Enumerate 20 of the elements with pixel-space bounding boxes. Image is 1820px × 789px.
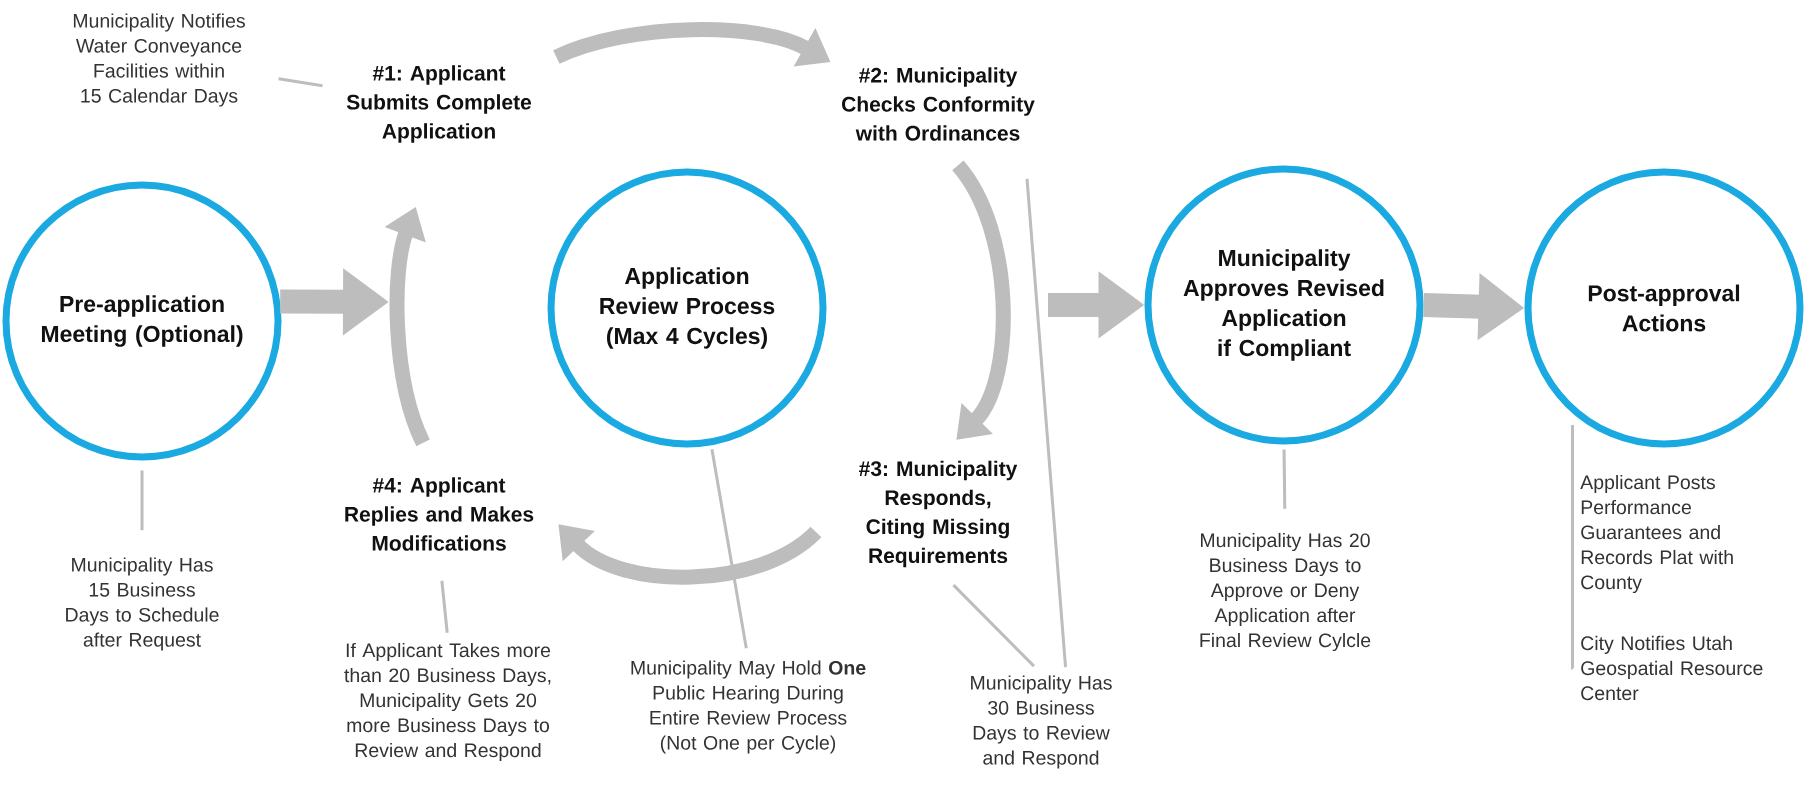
step-label: #4: Applicant Replies and Makes Modifications <box>345 477 534 551</box>
note-text: Municipality Has 20 Business Days to Approve or Deny Application after Final Review Cylcle <box>1200 532 1371 652</box>
leader-line <box>710 449 748 649</box>
note-text: City Notifies Utah Geospatial Resource Center <box>1581 635 1763 701</box>
leader-line <box>952 584 1036 668</box>
leader-line <box>1025 178 1068 668</box>
note-text: If Applicant Takes more than 20 Business Days, Municipality Gets 20 more Business Days to Review and Respond <box>344 642 551 762</box>
leader-line <box>1282 449 1287 509</box>
leader-line <box>440 580 449 633</box>
note-text: Municipality Has 30 Business Days to Review and Respond <box>971 675 1112 769</box>
note-text: Municipality Notifies Water Conveyance Facilities within 15 Calendar Days <box>73 13 245 107</box>
note-text: Municipality Has 15 Business Days to Schedule after Request <box>66 557 219 651</box>
step-label: #3: Municipality Responds, Citing Missing Requirements <box>859 460 1018 568</box>
note-text: Applicant Posts Performance Guarantees and Records Plat with County <box>1580 474 1733 594</box>
step-label: #1: Applicant Submits Complete Application <box>346 65 532 143</box>
leader-line <box>278 77 323 88</box>
note-text: Municipality May Hold One Public Hearing During Entire Review Process (Not One per Cycle) <box>631 660 866 754</box>
leader-line <box>140 470 144 531</box>
step-label: #2: Municipality Checks Conformity with Ordinances <box>842 67 1035 141</box>
leader-line <box>1571 425 1575 670</box>
